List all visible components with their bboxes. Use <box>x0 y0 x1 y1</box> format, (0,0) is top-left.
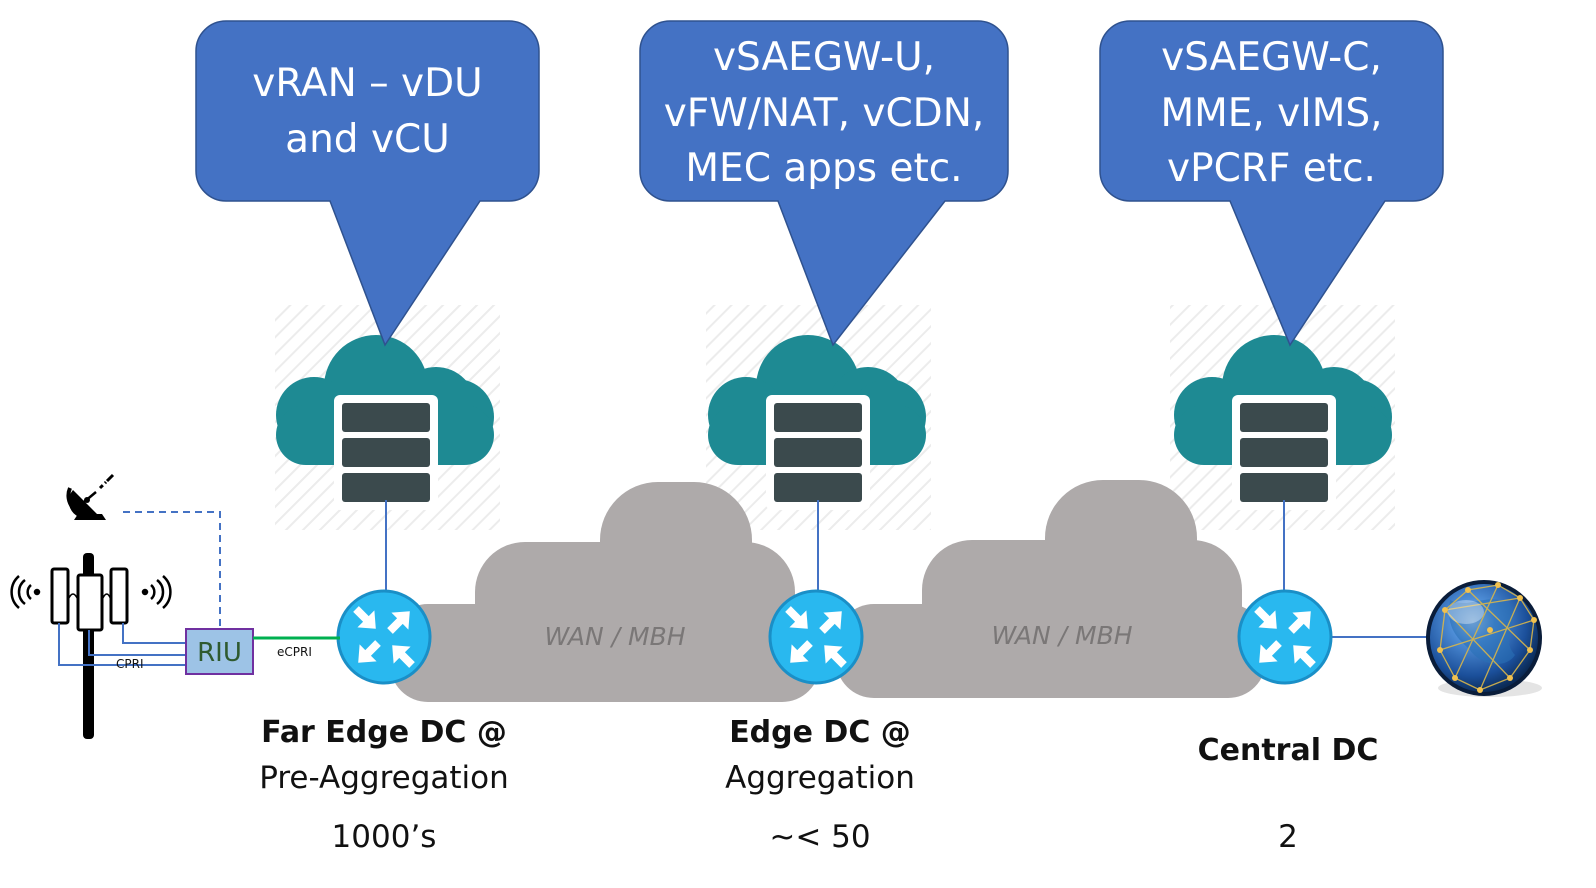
wan-cloud-2: WAN / MBH <box>836 480 1266 698</box>
radio-waves-icon-right <box>141 575 172 609</box>
sync-link-dashed <box>123 511 221 629</box>
cpri-label: CPRI <box>116 657 144 671</box>
central-title: Central DC <box>1198 733 1379 768</box>
antenna-panel-right <box>109 567 129 625</box>
far-edge-callout-line: vRAN – vDU <box>252 61 482 106</box>
far-edge-dc-cloud-icon <box>276 335 494 510</box>
central-callout-line: vSAEGW-C, <box>1161 35 1382 80</box>
central-server-stack-icon <box>1240 403 1328 502</box>
wan-label-1: WAN / MBH <box>544 622 685 651</box>
edge-title: Edge DC @ <box>729 715 911 750</box>
cpri-links <box>58 623 186 666</box>
wan-label-2: WAN / MBH <box>991 621 1132 650</box>
far-edge-router-icon <box>336 589 432 685</box>
edge-dc-cloud-icon <box>708 335 926 510</box>
edge-count: ~< 50 <box>769 819 870 855</box>
far-edge-callout: vRAN – vDU and vCU <box>195 20 540 347</box>
far-edge-title: Far Edge DC @ <box>261 715 507 750</box>
antenna-panel-left <box>50 567 70 625</box>
antenna-panel-center <box>76 573 104 632</box>
globe-icon <box>1426 580 1542 697</box>
riu-label: RIU <box>197 638 242 668</box>
satellite-dish-icon <box>66 473 115 520</box>
central-callout-line: vPCRF etc. <box>1167 146 1376 191</box>
central-callout: vSAEGW-C, MME, vIMS, vPCRF etc. <box>1099 20 1444 347</box>
site-central-labels: Central DC 2 <box>1198 733 1379 855</box>
riu-box: RIU <box>185 628 254 675</box>
edge-callout: vSAEGW-U, vFW/NAT, vCDN, MEC apps etc. <box>639 20 1009 347</box>
site-far-edge-labels: Far Edge DC @ Pre-Aggregation 1000’s <box>259 715 509 855</box>
edge-callout-line: vFW/NAT, vCDN, <box>664 91 985 136</box>
central-router-icon <box>1237 589 1333 685</box>
central-callout-line: MME, vIMS, <box>1160 91 1382 136</box>
far-edge-subtitle: Pre-Aggregation <box>259 760 509 796</box>
wan-cloud-1: WAN / MBH <box>390 482 820 702</box>
edge-router-icon <box>768 589 864 685</box>
edge-server-stack-icon <box>774 403 862 502</box>
site-edge-labels: Edge DC @ Aggregation ~< 50 <box>725 715 915 855</box>
central-count: 2 <box>1278 819 1298 855</box>
cell-site: CPRI RIU eCPRI <box>10 473 340 739</box>
radio-waves-icon-left <box>10 575 41 609</box>
edge-subtitle: Aggregation <box>725 760 915 796</box>
far-edge-count: 1000’s <box>332 819 437 855</box>
far-edge-server-stack-icon <box>342 403 430 502</box>
edge-callout-line: MEC apps etc. <box>685 146 962 191</box>
edge-callout-line: vSAEGW-U, <box>713 35 935 80</box>
central-dc-cloud-icon <box>1174 335 1392 510</box>
ecpri-label: eCPRI <box>277 645 312 659</box>
far-edge-callout-line: and vCU <box>285 117 450 162</box>
